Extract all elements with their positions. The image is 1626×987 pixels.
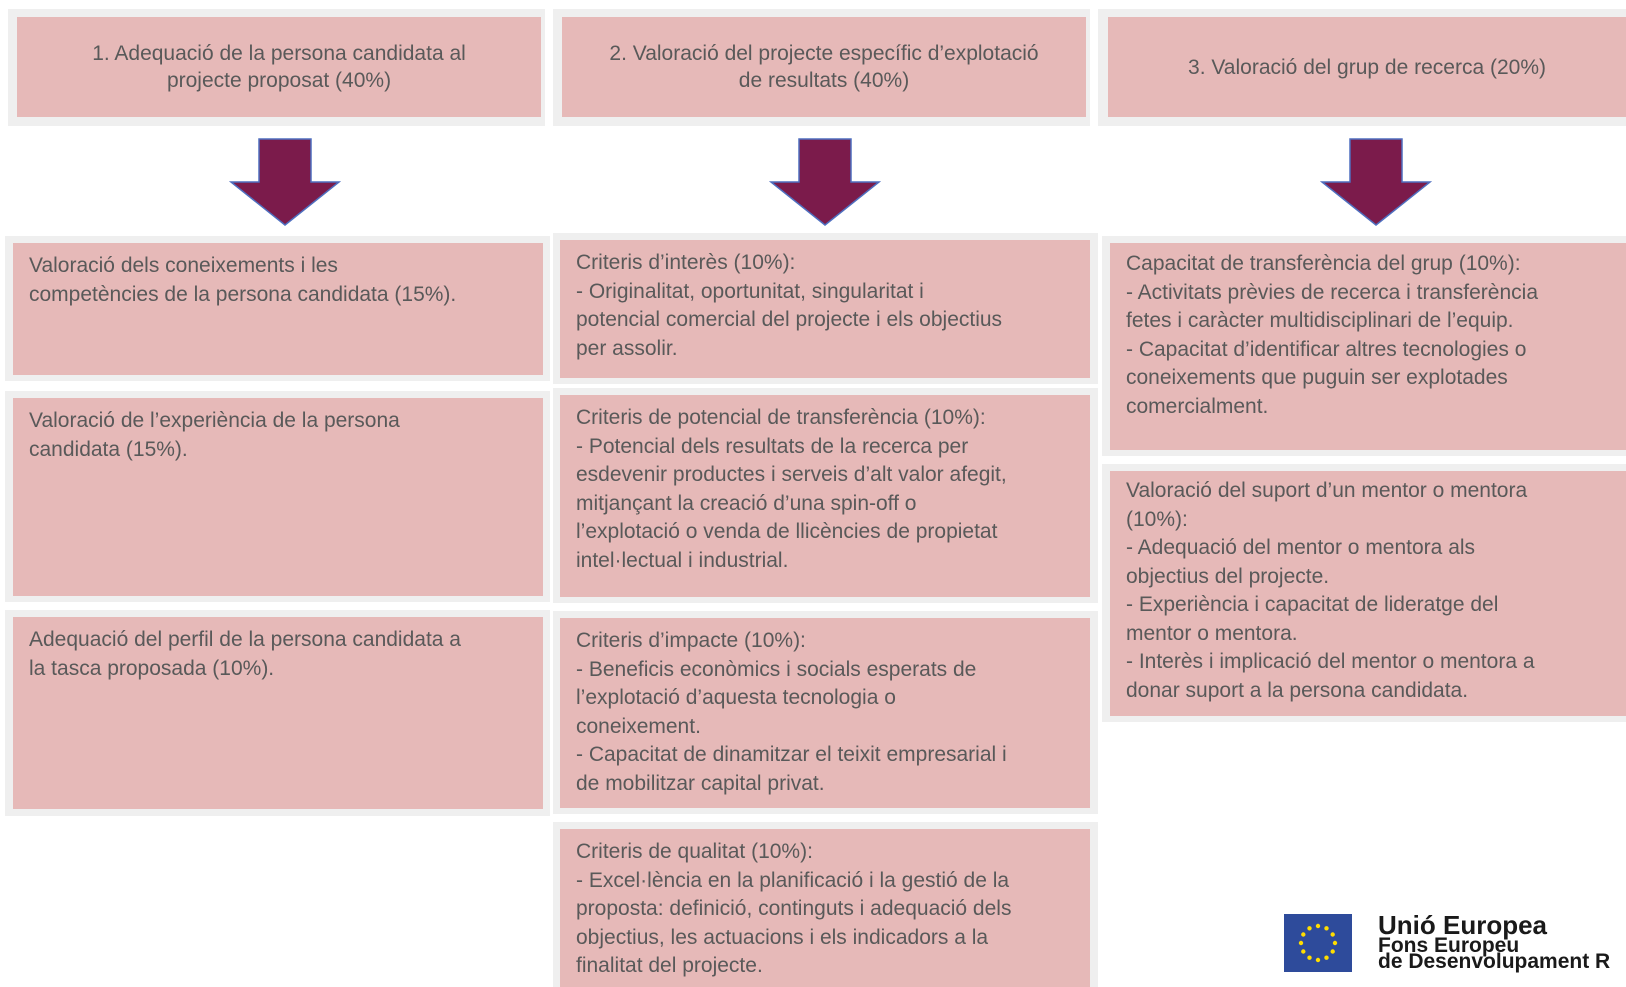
criterion-box-transfer-potential: Criteris de potencial de transferència (… (560, 395, 1090, 597)
column-3-header: 3. Valoració del grup de recerca (20%) (1108, 17, 1626, 117)
criterion-line: - Capacitat d’identificar altres tecnolo… (1126, 337, 1527, 361)
criterion-box-profile: Adequació del perfil de la persona candi… (13, 617, 543, 809)
criterion-line: finalitat del projecte. (576, 954, 763, 977)
criterion-line: potencial comercial del projecte i els o… (576, 308, 1003, 331)
criterion-box-mentor: Valoració del suport d’un mentor o mento… (1110, 471, 1626, 716)
criterion-box-knowledge: Valoració dels coneixements i les compet… (13, 243, 543, 375)
criterion-line: Capacitat de transferència del grup (10%… (1126, 252, 1521, 275)
criterion-line: mitjançant la creació d’una spin-off o (576, 491, 917, 515)
eu-logo-subtitle: de Desenvolupament R (1378, 950, 1611, 973)
criterion-line: coneixement. (576, 714, 701, 738)
criterion-line: objectius del projecte. (1126, 564, 1330, 588)
criterion-line: (10%): (1126, 507, 1188, 531)
criterion-line: - Potencial dels resultats de la recerca… (576, 434, 969, 458)
criterion-line: - Interès i implicació del mentor o ment… (1126, 650, 1535, 673)
criterion-line: objectius, les actuacions i els indicado… (576, 925, 989, 949)
criterion-line: - Activitats prèvies de recerca i transf… (1126, 280, 1539, 304)
criterion-line: Criteris d’interès (10%): (576, 251, 796, 274)
criterion-box-quality: Criteris de qualitat (10%): - Excel·lènc… (560, 829, 1090, 987)
header-line: 2. Valoració del projecte específic d’ex… (609, 42, 1039, 65)
criterion-line: esdevenir productes i serveis d’alt valo… (576, 463, 1007, 486)
criterion-line: coneixements que puguin ser explotades (1126, 366, 1508, 389)
criterion-line: l’explotació o venda de llicències de pr… (576, 520, 998, 543)
header-line: de resultats (40%) (738, 69, 910, 92)
eu-logo: Unió Europea Fons Europeu de Desenvolupa… (1284, 912, 1626, 987)
eu-flag-icon (1284, 914, 1352, 972)
criterion-line: - Capacitat de dinamitzar el teixit empr… (576, 743, 1007, 766)
column-1-header: 1. Adequació de la persona candidata al … (17, 17, 541, 117)
header-line: projecte proposat (40%) (166, 69, 392, 92)
criterion-line: Criteris de potencial de transferència (… (576, 406, 986, 429)
eu-logo-title: Unió Europea (1378, 910, 1548, 940)
criterion-line: Adequació del perfil de la persona candi… (29, 628, 461, 651)
criterion-line: - Beneficis econòmics i socials esperats… (576, 657, 977, 681)
criterion-box-group-transfer: Capacitat de transferència del grup (10%… (1110, 243, 1626, 450)
criterion-box-experience: Valoració de l’experiència de la persona… (13, 398, 543, 596)
criterion-line: de mobilitzar capital privat. (576, 771, 825, 795)
criterion-line: - Adequació del mentor o mentora als (1126, 536, 1476, 559)
criterion-line: candidata (15%). (29, 437, 188, 461)
criterion-line: Valoració del suport d’un mentor o mento… (1126, 479, 1528, 502)
down-arrow-icon (229, 138, 341, 226)
criterion-line: comercialment. (1126, 394, 1269, 418)
criterion-line: Criteris de qualitat (10%): (576, 840, 813, 863)
criterion-line: la tasca proposada (10%). (29, 656, 275, 680)
criterion-line: l’explotació d’aquesta tecnologia o (576, 686, 896, 709)
criterion-line: - Excel·lència en la planificació i la g… (576, 868, 1010, 892)
header-line: 3. Valoració del grup de recerca (20%) (1188, 55, 1546, 79)
eu-logo-subtitle: Fons Europeu (1378, 934, 1520, 957)
criterion-line: - Originalitat, oportunitat, singularita… (576, 279, 924, 303)
criterion-line: per assolir. (576, 336, 678, 360)
criterion-line: Valoració de l’experiència de la persona (29, 409, 400, 432)
down-arrow-icon (1320, 138, 1432, 226)
criterion-box-interest: Criteris d’interès (10%): - Originalitat… (560, 240, 1090, 378)
eu-logo-text: Unió Europea Fons Europeu de Desenvolupa… (1378, 910, 1611, 973)
criterion-box-impact: Criteris d’impacte (10%): - Beneficis ec… (560, 618, 1090, 808)
down-arrow-icon (769, 138, 881, 226)
criterion-line: proposta: definició, continguts i adequa… (576, 897, 1012, 920)
criterion-line: fetes i caràcter multidisciplinari de l’… (1126, 309, 1514, 332)
criterion-line: mentor o mentora. (1126, 621, 1298, 645)
criterion-line: competències de la persona candidata (15… (29, 282, 457, 306)
criterion-line: - Experiència i capacitat de lideratge d… (1126, 593, 1499, 616)
criterion-line: donar suport a la persona candidata. (1126, 678, 1469, 702)
criterion-line: Criteris d’impacte (10%): (576, 629, 806, 652)
criterion-line: Valoració dels coneixements i les (29, 254, 338, 277)
header-line: 1. Adequació de la persona candidata al (92, 42, 466, 65)
criterion-line: intel·lectual i industrial. (576, 548, 789, 572)
column-2-header: 2. Valoració del projecte específic d’ex… (562, 17, 1086, 117)
